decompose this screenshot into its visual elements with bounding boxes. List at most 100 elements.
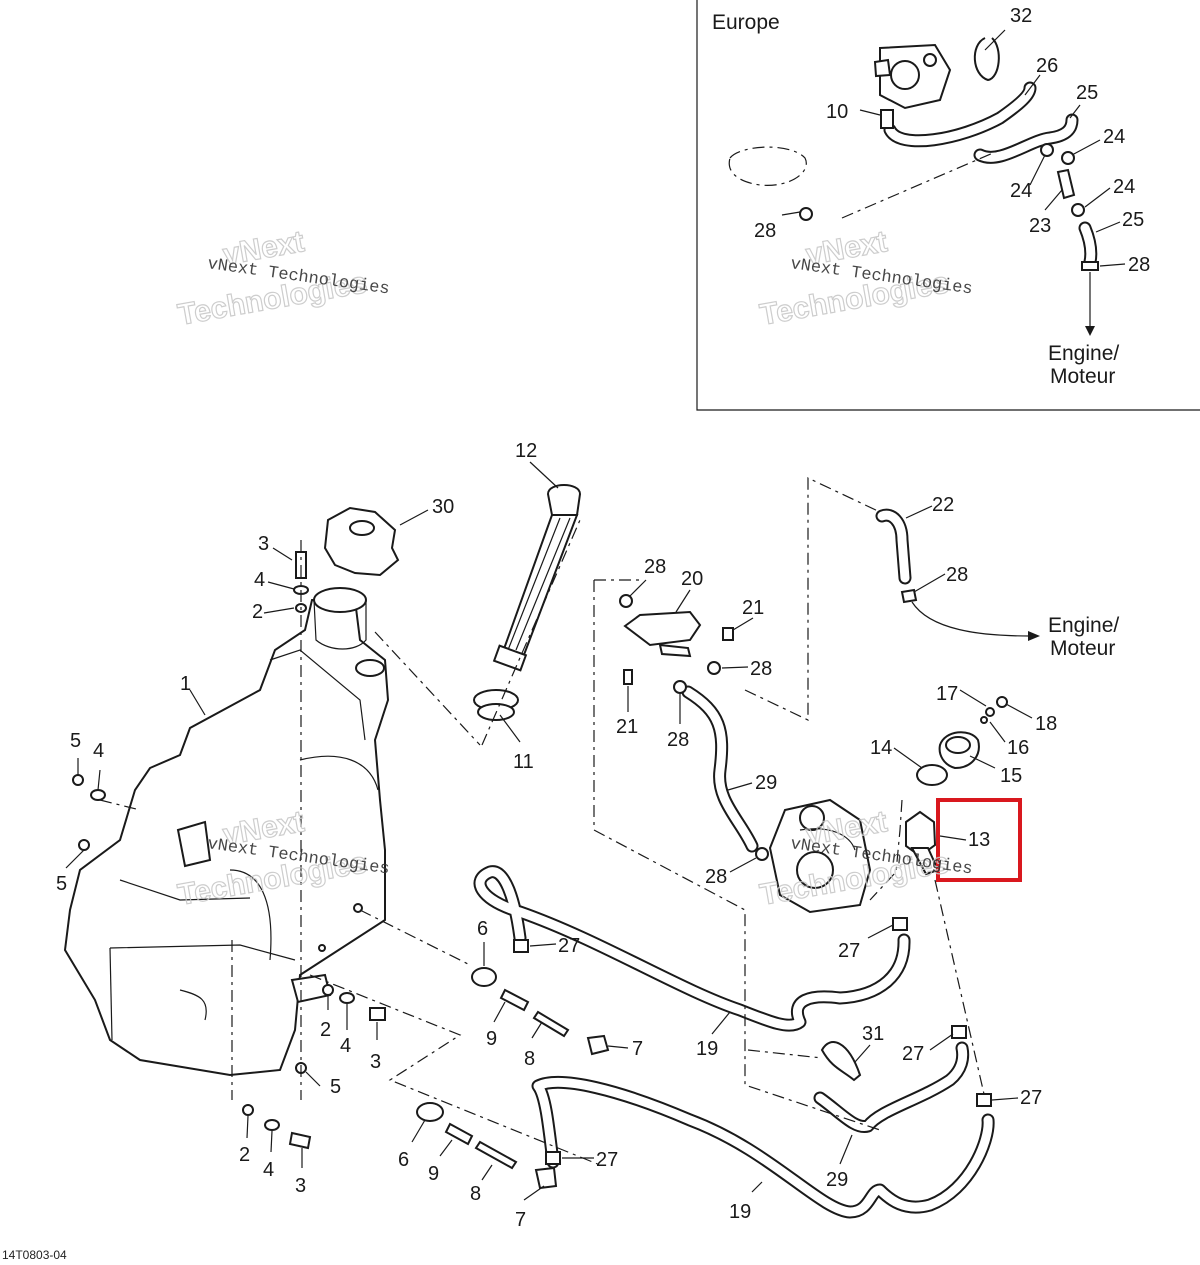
callout-27-upper-left: 27	[558, 935, 580, 957]
callout-24-lower: 24	[1113, 176, 1135, 198]
callout-3-top: 3	[258, 533, 269, 555]
fuel-level-sender-12	[492, 484, 582, 672]
callout-5-left: 5	[56, 873, 67, 895]
callout-31: 31	[862, 1023, 884, 1045]
clamp-24b	[1061, 151, 1075, 165]
fuel-tank	[63, 587, 390, 1077]
callout-28-inset-left: 28	[754, 220, 776, 242]
callout-28-plate-right: 28	[750, 658, 772, 680]
tube-8-lower	[474, 1140, 518, 1170]
callout-24-upper: 24	[1103, 126, 1125, 148]
fitting-9-upper	[499, 988, 530, 1012]
callout-11: 11	[513, 751, 534, 773]
inset-title: Europe	[712, 11, 780, 34]
callout-21-left: 21	[616, 716, 638, 738]
callout-5-bottom: 5	[330, 1076, 341, 1098]
elbow-7-upper	[586, 1034, 610, 1056]
inset-destination-line1: Engine/	[1048, 342, 1119, 365]
gas-cap-30	[323, 506, 400, 577]
main-destination-line1: Engine/	[1048, 614, 1119, 637]
callout-4-middle: 4	[340, 1035, 351, 1057]
callout-3-bottom: 3	[295, 1175, 306, 1197]
cap-15	[938, 731, 980, 770]
callout-27-far-right: 27	[1020, 1087, 1042, 1109]
callout-4-bottom: 4	[263, 1159, 274, 1181]
callout-28-engine: 28	[946, 564, 968, 586]
fuel-valve-13	[905, 810, 940, 876]
callout-15: 15	[1000, 765, 1022, 787]
clamp-32	[973, 37, 1000, 82]
callout-19-upper: 19	[696, 1038, 718, 1060]
fitting-23	[1056, 168, 1076, 200]
callout-2-bottom: 2	[239, 1144, 250, 1166]
callout-28-plate-top: 28	[644, 556, 666, 578]
clamp-24c	[1071, 203, 1085, 217]
callout-27-right: 27	[902, 1043, 924, 1065]
leader-lines	[65, 461, 1033, 1201]
callout-6-upper: 6	[477, 918, 488, 940]
callout-9-upper: 9	[486, 1028, 497, 1050]
main-destination-line2: Moteur	[1050, 637, 1115, 660]
screw-18	[996, 696, 1008, 708]
callout-6-lower: 6	[398, 1149, 409, 1171]
reference-code: 14T0803-04	[2, 1248, 67, 1262]
screw-16	[980, 716, 988, 724]
callout-3-middle: 3	[370, 1051, 381, 1073]
callout-27-middle: 27	[838, 940, 860, 962]
callout-4-top: 4	[254, 569, 265, 591]
callout-28-plate-bottom: 28	[667, 729, 689, 751]
callout-1: 1	[180, 673, 191, 695]
callout-26: 26	[1036, 55, 1058, 77]
lower-fittings	[416, 967, 610, 1190]
highlight-box-13	[936, 798, 1022, 882]
clamp-31	[820, 1041, 862, 1082]
grommet-6-lower	[416, 1102, 444, 1122]
callout-24-middle: 24	[1010, 180, 1032, 202]
clamp-24a	[1040, 143, 1054, 157]
elbow-7-lower	[534, 1166, 558, 1190]
callout-2-top: 2	[252, 601, 263, 623]
construction-lines	[99, 477, 985, 1166]
callout-9-lower: 9	[428, 1163, 439, 1185]
fitting-28-inset	[1081, 261, 1099, 271]
gasket-14	[916, 764, 948, 786]
clamps-27	[513, 917, 992, 1165]
callout-8-lower: 8	[470, 1183, 481, 1205]
callout-30: 30	[432, 496, 454, 518]
callout-22: 22	[932, 494, 954, 516]
pump-plate-20	[619, 594, 734, 694]
callout-17: 17	[936, 683, 958, 705]
callout-29-upper: 29	[755, 772, 777, 794]
tank-outline-dashed	[728, 146, 807, 186]
washer-17	[985, 707, 995, 717]
tube-8-upper	[532, 1010, 570, 1038]
grommet-11	[473, 689, 519, 721]
inset-destination-line2: Moteur	[1050, 365, 1115, 388]
fitting-10	[880, 109, 894, 129]
fitting-28-main	[900, 588, 918, 604]
callout-25-upper: 25	[1076, 82, 1098, 104]
callout-23: 23	[1029, 215, 1051, 237]
fuel-pump	[873, 43, 952, 110]
callout-20: 20	[681, 568, 703, 590]
callout-16: 16	[1007, 737, 1029, 759]
callout-25-lower: 25	[1122, 209, 1144, 231]
europe-inset: Europe	[696, 0, 1200, 411]
fitting-9-lower	[444, 1122, 474, 1146]
callout-18: 18	[1035, 713, 1057, 735]
callout-29-lower: 29	[826, 1169, 848, 1191]
grommet-6-upper	[471, 967, 497, 987]
callout-5-upper: 5	[70, 730, 81, 752]
callout-2-middle: 2	[320, 1019, 331, 1041]
callout-12: 12	[515, 440, 537, 462]
callout-27-lower-left: 27	[596, 1149, 618, 1171]
carburetor	[755, 798, 872, 914]
filler-neck	[313, 587, 367, 613]
callout-21-right: 21	[742, 597, 764, 619]
callout-10: 10	[826, 101, 848, 123]
callout-14: 14	[870, 737, 892, 759]
callout-19-lower: 19	[729, 1201, 751, 1223]
callout-28-carb: 28	[705, 866, 727, 888]
callout-13: 13	[968, 829, 990, 851]
